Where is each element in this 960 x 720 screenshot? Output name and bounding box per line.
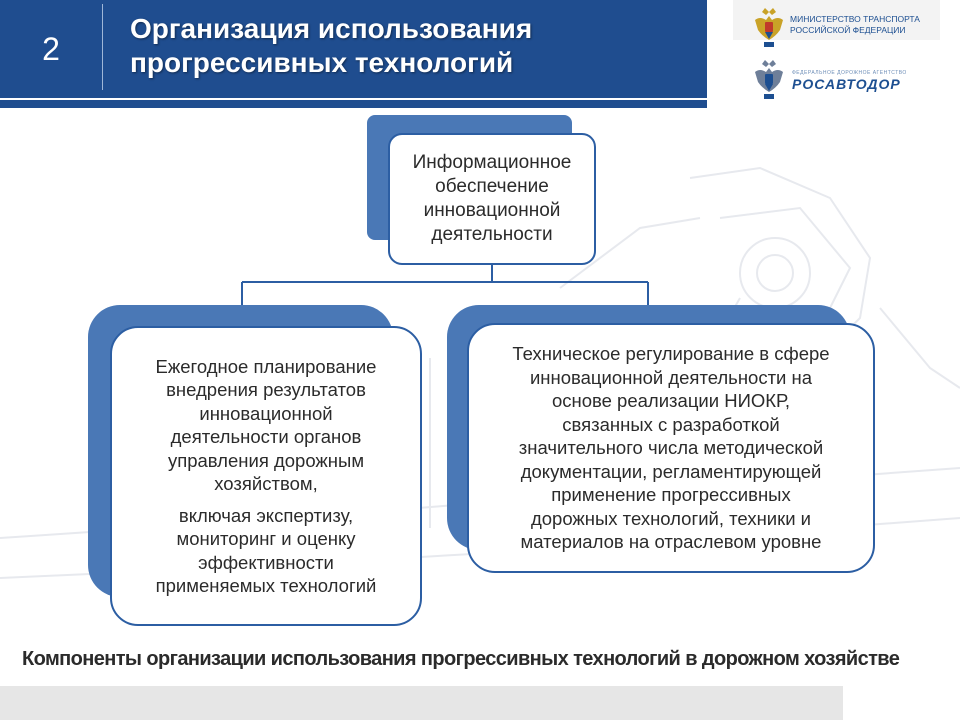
right-node-line-4: связанных с разработкой	[562, 413, 780, 435]
right-node-text: Техническое регулирование в сфере иннова…	[477, 342, 865, 554]
diagram-caption: Компоненты организации использования про…	[22, 648, 900, 670]
right-node-line-7: применение прогрессивных	[551, 484, 791, 506]
right-node-line-3: основе реализации НИОКР,	[551, 390, 791, 412]
left-node-line-1: Ежегодное планирование	[155, 355, 377, 377]
left-node-line-7: включая экспертизу,	[178, 504, 354, 526]
slide-title-line-2: прогрессивных технологий	[130, 47, 514, 78]
left-node-box: Ежегодное планирование внедрения результ…	[110, 326, 422, 626]
right-node-line-1: Техническое регулирование в сфере	[512, 343, 830, 365]
top-node-line-1: Информационное	[412, 152, 572, 173]
slide-number: 2	[42, 30, 60, 67]
right-node-line-6: документации, регламентирующей	[520, 460, 822, 482]
top-node-line-3: инновационной	[423, 200, 561, 221]
left-node-line-5: управления дорожным	[167, 449, 365, 471]
agency-logo-text: РОСАВТОДОР	[792, 76, 901, 92]
right-node-line-9: материалов на отраслевом уровне	[520, 531, 822, 553]
ministry-name-line-1: МИНИСТЕРСТВО ТРАНСПОРТА	[790, 14, 920, 24]
left-node-line-2: внедрения результатов	[166, 379, 366, 400]
top-node-line-4: деятельности	[431, 224, 553, 245]
right-node-line-8: дорожных технологий, техники и	[530, 507, 812, 529]
double-headed-eagle-icon	[755, 60, 783, 99]
footer-bar	[0, 686, 843, 720]
right-node-line-2: инновационной деятельности на	[529, 366, 813, 388]
left-node-line-8: мониторинг и оценку	[176, 528, 356, 549]
ministry-name: МИНИСТЕРСТВО ТРАНСПОРТА РОССИЙСКОЙ ФЕДЕР…	[790, 14, 940, 36]
left-node-paragraph-1: Ежегодное планирование внедрения результ…	[118, 355, 414, 496]
right-node-box: Техническое регулирование в сфере иннова…	[467, 323, 875, 573]
left-node-line-3: инновационной	[199, 402, 333, 424]
header-rule	[0, 98, 707, 100]
right-node-line-5: значительного числа методической	[518, 437, 824, 459]
top-node-line-2: обеспечение	[435, 176, 549, 197]
left-node-line-10: применяемых технологий	[155, 575, 377, 596]
left-node-line-9: эффективности	[198, 551, 334, 573]
top-node-text: Информационное обеспечение инновационной…	[390, 151, 594, 247]
left-node-paragraph-2: включая экспертизу, мониторинг и оценку …	[118, 504, 414, 598]
left-node-line-6: хозяйством,	[214, 473, 318, 494]
agency-subtitle: ФЕДЕРАЛЬНОЕ ДОРОЖНОЕ АГЕНТСТВО	[792, 70, 907, 76]
left-node-line-4: деятельности органов	[170, 426, 362, 447]
top-node-box: Информационное обеспечение инновационной…	[388, 133, 596, 265]
double-headed-eagle-icon	[755, 8, 783, 47]
slide-title: Организация использования прогрессивных …	[130, 12, 690, 80]
slide-title-line-1: Организация использования	[130, 13, 533, 44]
header-bar: 2 Организация использования прогрессивны…	[0, 0, 707, 108]
header-divider	[102, 4, 103, 90]
ministry-name-line-2: РОССИЙСКОЙ ФЕДЕРАЦИИ	[790, 25, 906, 35]
